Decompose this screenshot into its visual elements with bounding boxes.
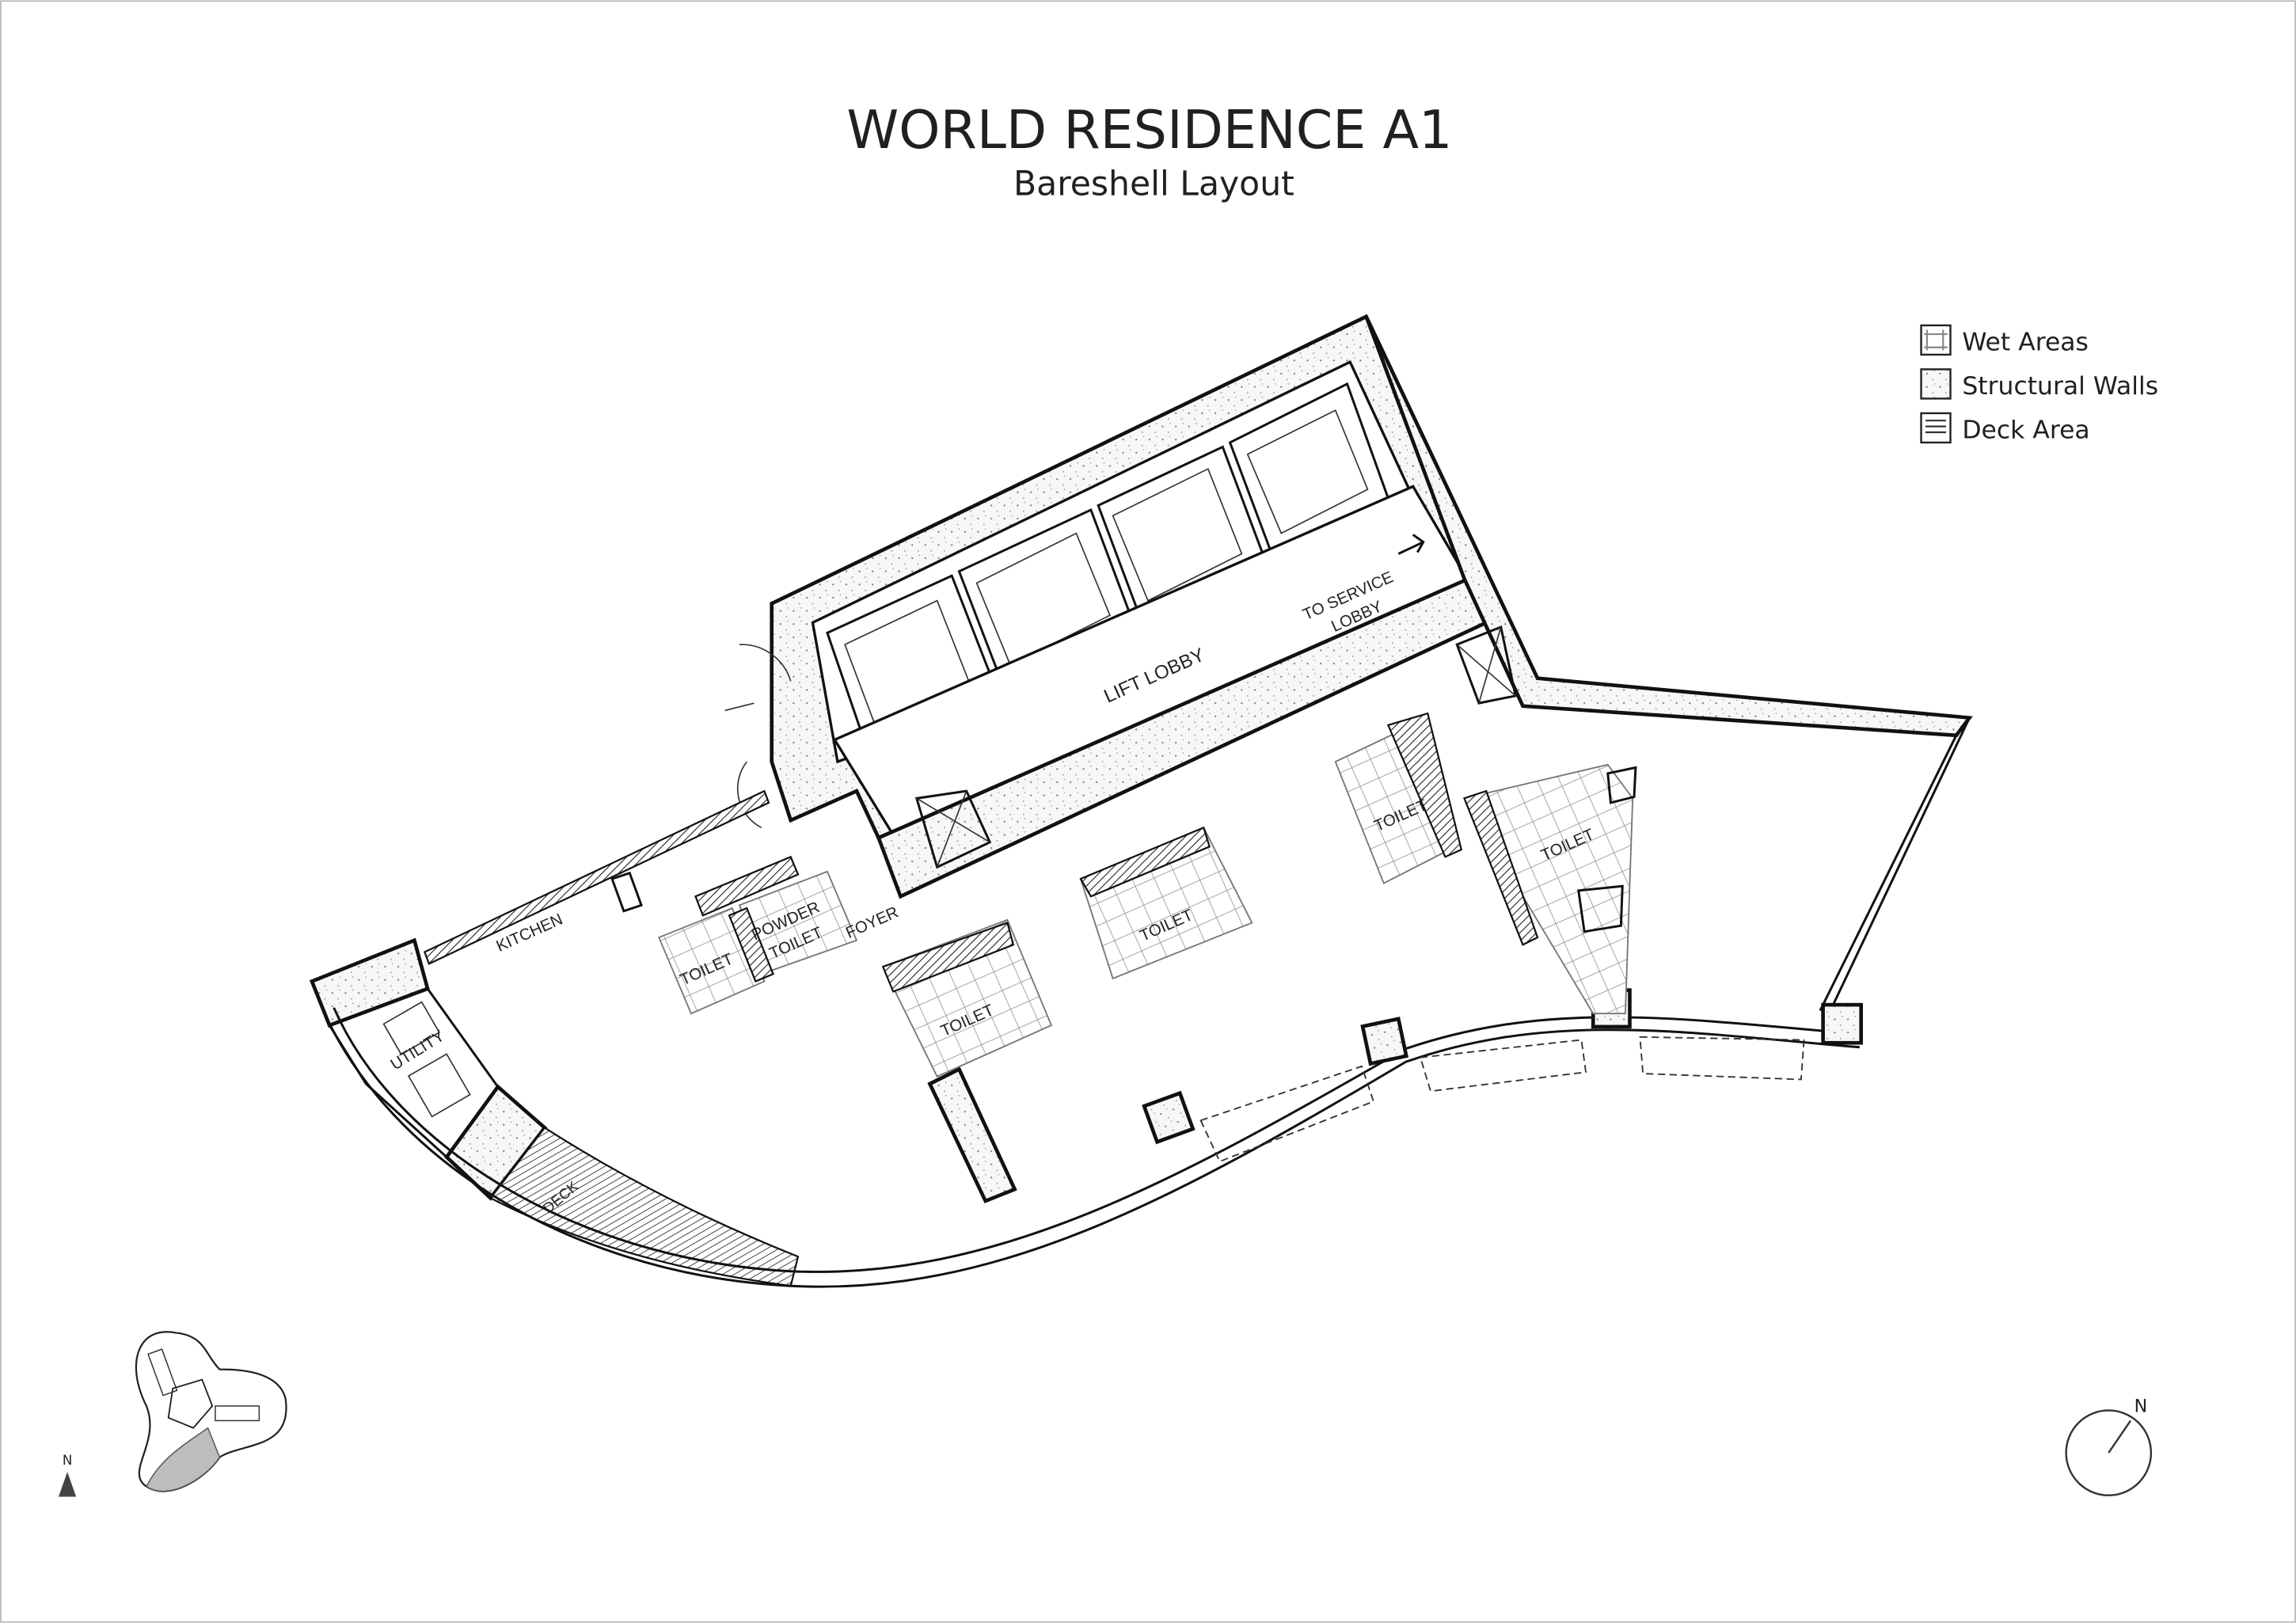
compass-icon [2065,1409,2153,1496]
structural-walls-swatch-icon [1920,368,1952,400]
column [1142,1090,1196,1145]
legend-item-wet-areas: Wet Areas [1920,324,2089,356]
arrow-right-icon [1397,534,1425,555]
page-title: WORLD RESIDENCE A1 [846,99,1452,161]
north-arrow-icon [58,1472,77,1497]
toilet-wet-area [1463,763,1634,1015]
east-facade [1829,716,1971,1012]
deck-area-swatch-icon [1920,412,1952,444]
page-subtitle: Bareshell Layout [1013,165,1294,203]
wall-fin [927,1066,1017,1203]
entrance-door-swing[interactable] [724,644,792,829]
legend: Wet Areas Structural Walls Deck Area [1920,324,2158,444]
key-plan: N [58,1331,287,1497]
key-plan-north-label: N [63,1453,72,1468]
legend-item-structural-walls: Structural Walls [1920,368,2158,401]
wet-areas-swatch-icon [1920,324,1952,356]
legend-label: Wet Areas [1962,328,2089,356]
south-facade [310,981,1860,1288]
legend-label: Deck Area [1962,416,2089,444]
column [1360,1017,1409,1066]
legend-label: Structural Walls [1962,372,2158,401]
kitchen-wall [423,789,770,965]
plan [309,314,1973,1288]
column [1821,1002,1864,1045]
compass: N [2065,1396,2153,1496]
key-plan-highlight [145,1427,221,1492]
compass-north-label: N [2134,1396,2148,1416]
legend-item-deck-area: Deck Area [1920,412,2090,444]
